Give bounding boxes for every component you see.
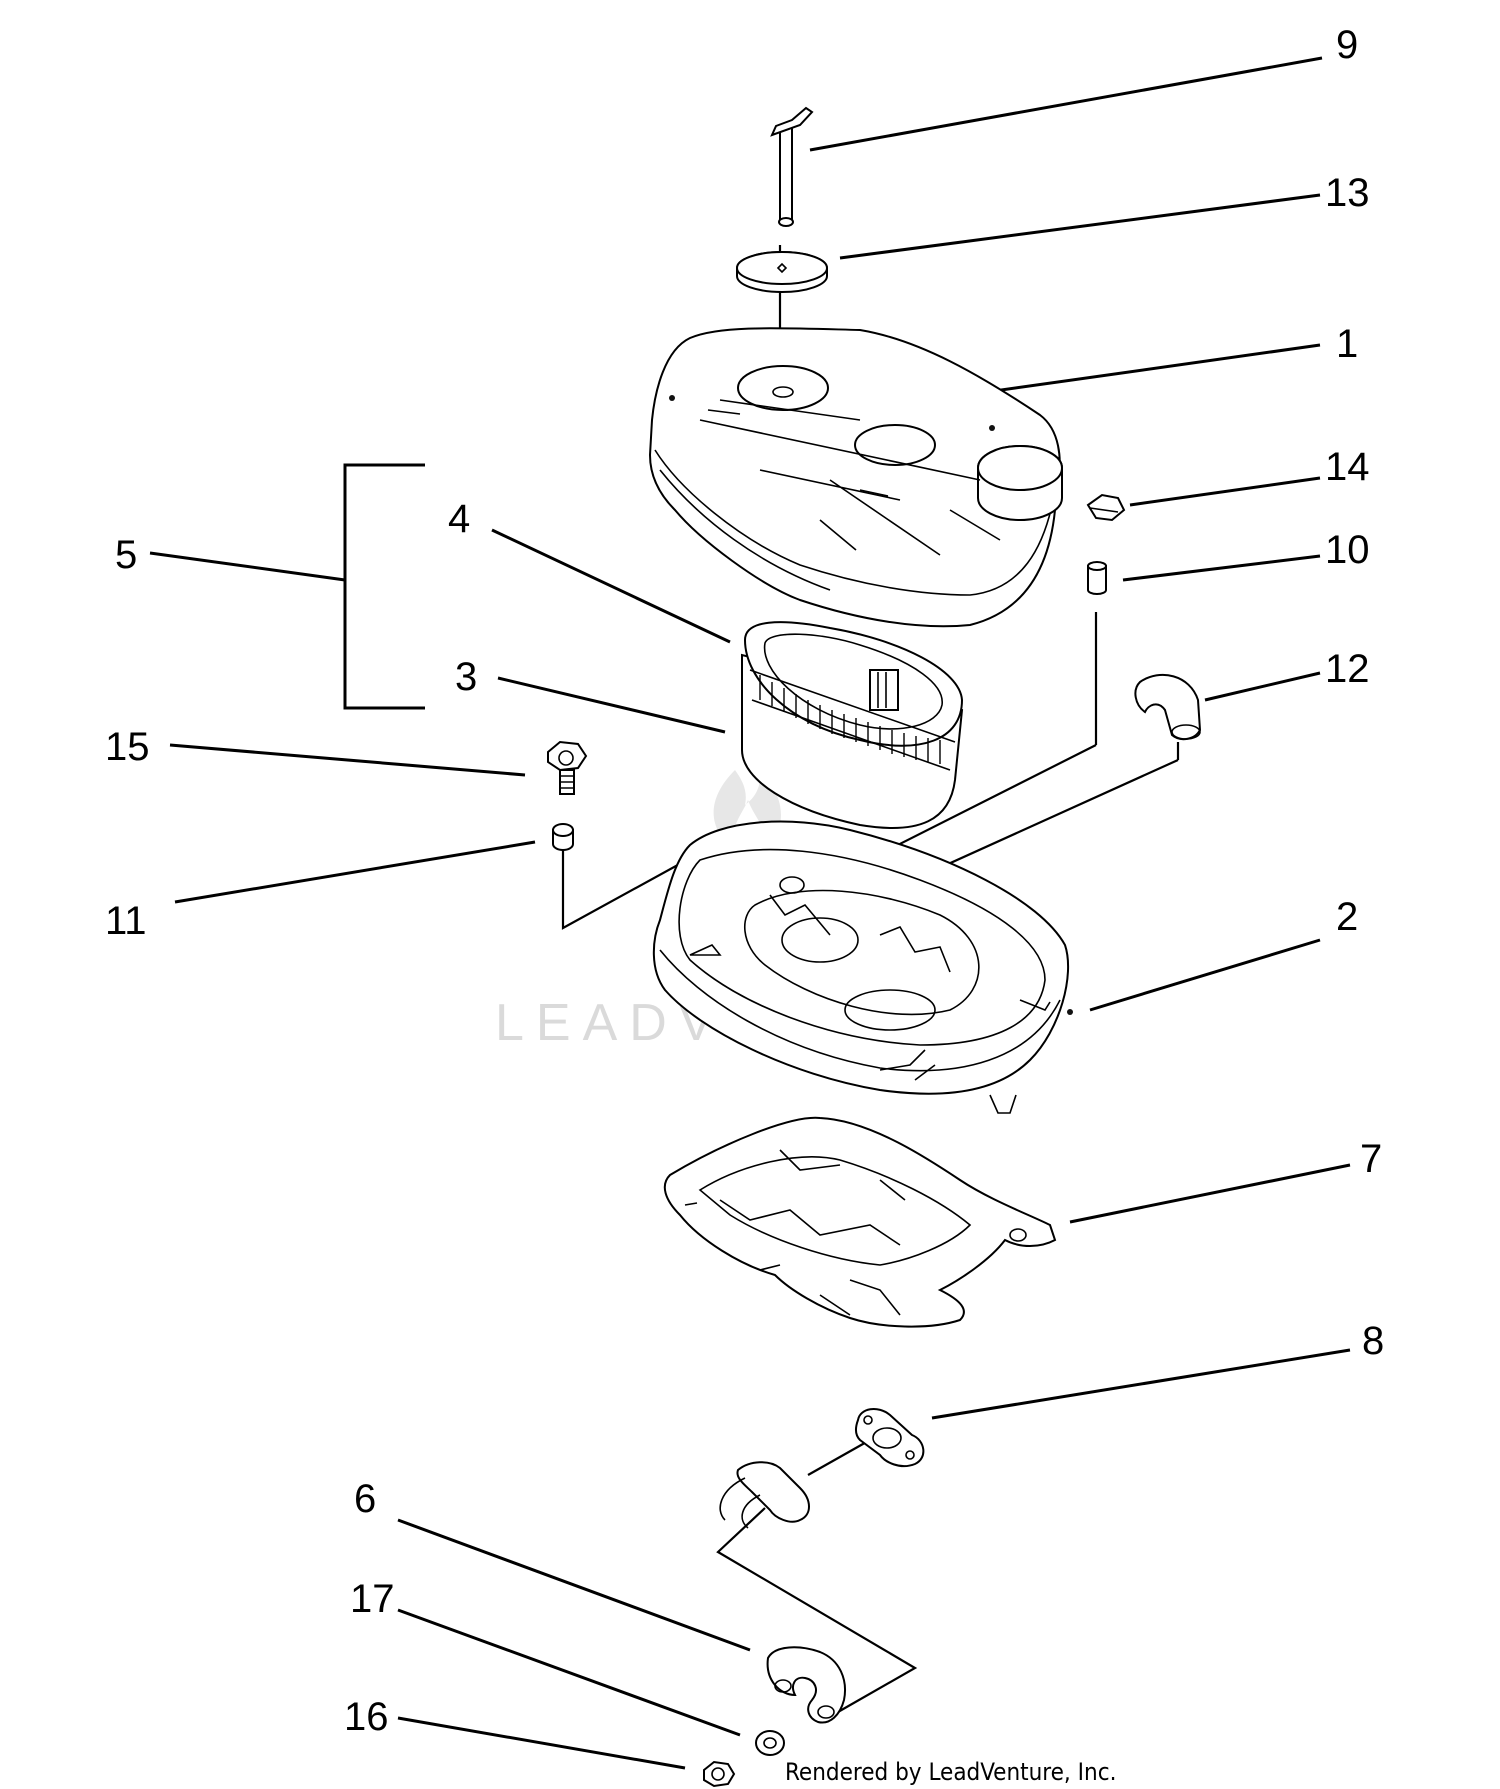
- credit-text: Rendered by LeadVenture, Inc.: [785, 1758, 1116, 1786]
- callout-10: 10: [1325, 528, 1370, 572]
- callout-6: 6: [354, 1477, 376, 1521]
- part-9-bolt: [770, 106, 814, 227]
- callout-11: 11: [105, 899, 147, 943]
- callout-9: 9: [1336, 23, 1358, 67]
- leader-lines: [149, 56, 1351, 1770]
- part-2-base: [652, 820, 1073, 1114]
- elbow-adapter: [719, 1461, 810, 1529]
- part-14-nut: [1086, 493, 1126, 522]
- callout-15: 15: [105, 725, 150, 769]
- part-13-washer: [736, 251, 828, 293]
- callout-12: 12: [1325, 647, 1370, 691]
- callout-2: 2: [1336, 895, 1358, 939]
- part-10-pin: [1087, 561, 1107, 595]
- callout-17: 17: [350, 1577, 395, 1621]
- part-7-gasket: [663, 1116, 1057, 1328]
- part-8-flange-gasket: [854, 1408, 925, 1468]
- part-11-grommet: [552, 823, 574, 851]
- part-15-bolt: [547, 740, 588, 795]
- callout-3: 3: [455, 655, 477, 699]
- element-pleats: [759, 675, 941, 764]
- callout-1: 1: [1336, 322, 1358, 366]
- callout-5: 5: [115, 533, 137, 577]
- part-6-clamp: [766, 1646, 846, 1724]
- callout-16: 16: [344, 1695, 389, 1739]
- callout-labels: 9 13 1 14 10 12 2 7 8 4 5 3 15 11 6 17 1…: [105, 23, 1384, 1739]
- part-12-elbow-hose: [1134, 673, 1202, 741]
- callout-13: 13: [1325, 171, 1370, 215]
- callout-8: 8: [1362, 1319, 1384, 1363]
- part-16-nut: [703, 1760, 736, 1788]
- callout-14: 14: [1325, 445, 1370, 489]
- callout-7: 7: [1360, 1137, 1382, 1181]
- part-1-cover: [648, 327, 1063, 628]
- callout-4: 4: [448, 497, 470, 541]
- part-17-washer: [755, 1730, 785, 1756]
- part-3-element: [741, 621, 964, 829]
